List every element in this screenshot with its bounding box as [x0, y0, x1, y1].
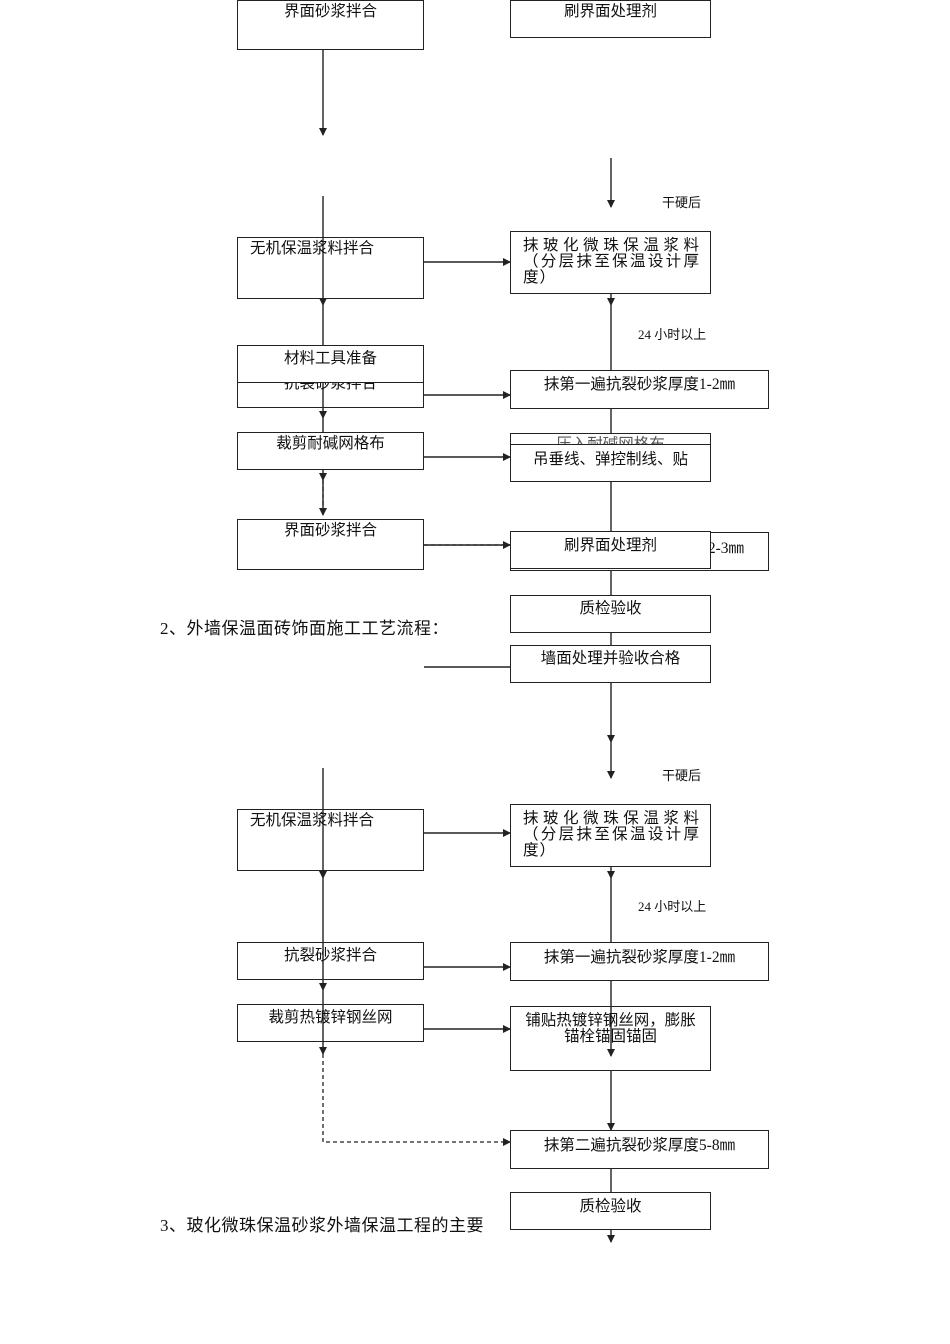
heading-section-3: 3、玻化微珠保温砂浆外墙保温工程的主要 [160, 1216, 484, 1235]
box-crack-second-2: 抹第二遍抗裂砂浆厚度5-8㎜ [510, 1130, 769, 1169]
note-dry-after-1: 干硬后 [662, 195, 702, 210]
box-plumb-line: 吊垂线、弹控制线、贴 [510, 444, 711, 482]
note-dry-after-2: 干硬后 [662, 768, 702, 783]
box-brush-agent-top: 刷界面处理剂 [510, 0, 711, 38]
box-quality-check-2: 质检验收 [510, 1192, 711, 1230]
box-interface-mortar-1: 界面砂浆拌合 [237, 519, 424, 570]
note-24h-2: 24 小时以上 [638, 899, 707, 914]
box-apply-glass-bead-1: 抹玻化微珠保温浆料（分层抹至保温设计厚度） [510, 231, 711, 294]
box-steel-mesh-anchor: 铺贴热镀锌钢丝网，膨胀锚栓锚固锚固 [510, 1006, 711, 1071]
box-wall-treatment: 墙面处理并验收合格 [510, 645, 711, 683]
note-24h-1: 24 小时以上 [638, 327, 707, 342]
box-quality-check-1: 质检验收 [510, 595, 711, 633]
dashed-connector [322, 1054, 511, 1146]
box-apply-glass-bead-2: 抹玻化微珠保温浆料（分层抹至保温设计厚度） [510, 804, 711, 867]
box-crack-mortar-2: 抗裂砂浆拌合 [237, 942, 424, 980]
box-cut-alkali-mesh: 裁剪耐碱网格布 [237, 432, 424, 470]
box-inorganic-mix-1: 无机保温浆料拌合 [237, 237, 424, 299]
box-interface-mortar-top: 界面砂浆拌合 [237, 0, 424, 50]
box-crack-first-1: 抹第一遍抗裂砂浆厚度1-2㎜ [510, 370, 769, 409]
box-inorganic-mix-2: 无机保温浆料拌合 [237, 809, 424, 871]
heading-section-2: 2、外墙保温面砖饰面施工工艺流程： [160, 619, 449, 638]
box-cut-steel-mesh: 裁剪热镀锌钢丝网 [237, 1004, 424, 1042]
box-brush-agent-1: 刷界面处理剂 [510, 531, 711, 569]
box-materials-prep: 材料工具准备 [237, 345, 424, 383]
box-crack-first-2: 抹第一遍抗裂砂浆厚度1-2㎜ [510, 942, 769, 981]
